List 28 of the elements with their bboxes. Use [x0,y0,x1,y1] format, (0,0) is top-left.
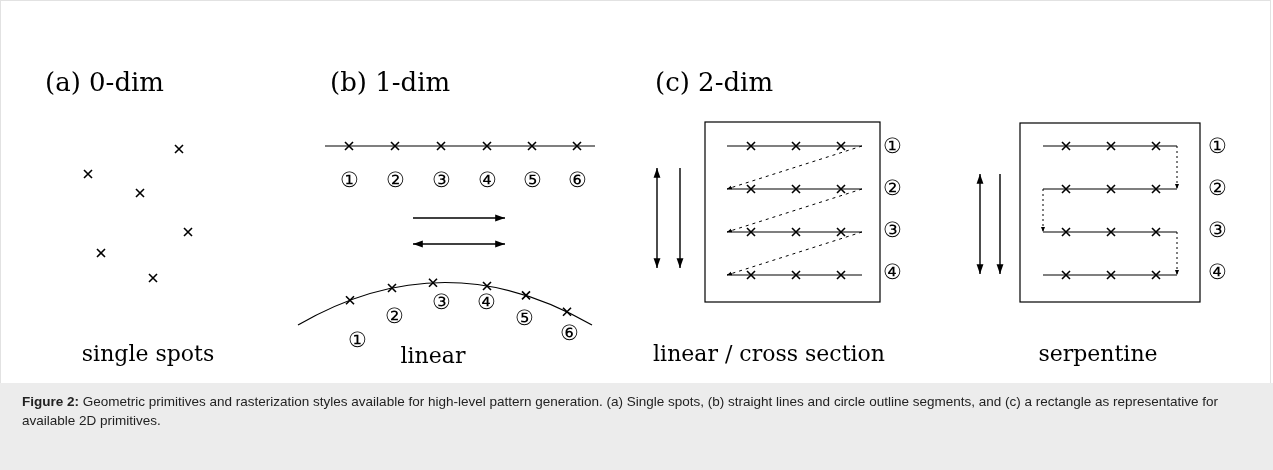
panel-caption: linear / cross section [653,343,885,365]
callout-number: ① [339,169,359,191]
callout-number: ④ [882,261,902,283]
callout-number: ③ [882,219,902,241]
panel-caption: linear [400,345,466,367]
callout-number: ⑥ [559,322,579,344]
panel-heading: (b) 1-dim [330,69,451,95]
callout-number: ② [384,305,404,327]
callout-number: ① [1207,135,1227,157]
callout-number: ④ [1207,261,1227,283]
callout-number: ④ [477,169,497,191]
callout-number: ② [1207,177,1227,199]
callout-number: ③ [431,291,451,313]
panel-caption: serpentine [1038,343,1158,365]
callout-number: ④ [476,291,496,313]
callout-number: ⑤ [514,307,534,329]
callout-number: ② [385,169,405,191]
panel-caption: single spots [81,343,215,365]
callout-number: ③ [1207,219,1227,241]
callout-number: ⑤ [522,169,542,191]
callout-number: ① [882,135,902,157]
callout-number: ⑥ [567,169,587,191]
panel-heading: (c) 2-dim [655,69,774,95]
callout-number: ① [347,329,367,351]
callout-number: ② [882,177,902,199]
callout-number: ③ [431,169,451,191]
figure-caption: Figure 2: Geometric primitives and rasterization styles available for high-level pattern generation. (a) Single spots, (b) straight lines and circle outline segments, and (c) a rectangle as representative for available 2D primitives. [22,393,1220,430]
panel-heading: (a) 0-dim [45,69,164,95]
